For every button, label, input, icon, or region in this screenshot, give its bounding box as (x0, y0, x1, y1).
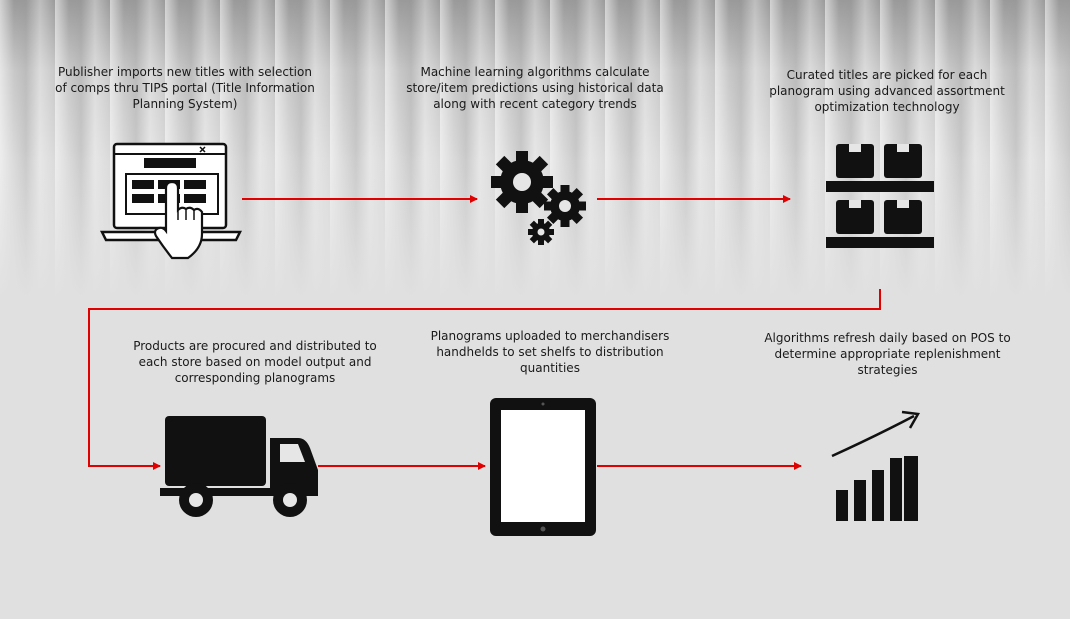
caption-refresh: Algorithms refresh daily based on POS to… (764, 331, 1011, 377)
truck-icon (160, 416, 318, 517)
caption-import: Publisher imports new titles with select… (55, 65, 315, 111)
caption-procure: Products are procured and distributed to… (133, 339, 377, 385)
caption-curate: Curated titles are picked for each plano… (769, 68, 1005, 114)
pallet-boxes-icon (826, 144, 934, 248)
caption-ml: Machine learning algorithms calculate st… (406, 65, 664, 111)
laptop-touch-icon (100, 142, 242, 260)
caption-upload: Planograms uploaded to merchandisers han… (430, 329, 670, 375)
tablet-icon (490, 398, 596, 536)
growth-chart-icon (831, 410, 921, 521)
gears-icon (491, 151, 586, 245)
